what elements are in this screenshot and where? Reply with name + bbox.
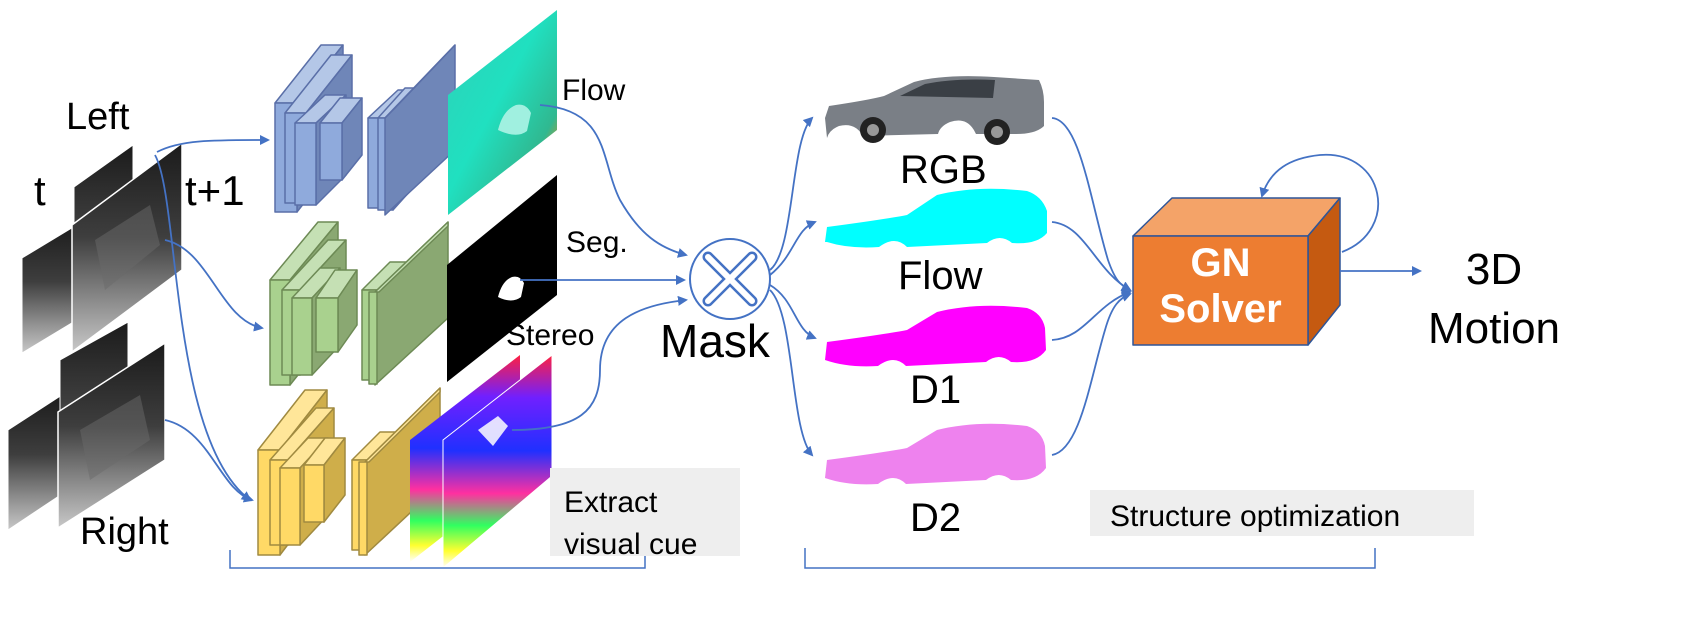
d1-label: D1 bbox=[910, 368, 962, 412]
output-label: 3D Motion bbox=[1427, 245, 1561, 354]
left-label: Left bbox=[66, 96, 130, 138]
flow-cue-label: Flow bbox=[562, 74, 626, 107]
right-frame-stack bbox=[7, 321, 166, 531]
optimization-bracket bbox=[804, 548, 1376, 569]
input-arrows bbox=[154, 135, 270, 503]
seg-cue-label: Seg. bbox=[566, 226, 628, 259]
extract-caption: Extract visual cue bbox=[564, 486, 698, 561]
optimization-caption-box bbox=[1090, 490, 1474, 536]
flow-map bbox=[448, 10, 557, 215]
t1-label: t+1 bbox=[185, 167, 245, 214]
seg-network bbox=[269, 221, 449, 386]
mask-arrows bbox=[769, 116, 817, 457]
gn-solver-box bbox=[1132, 197, 1341, 346]
gn-solver-label: GN Solver bbox=[1159, 241, 1282, 331]
structure-optimization-caption: Structure optimization bbox=[1110, 500, 1401, 533]
right-label: Right bbox=[80, 511, 169, 553]
flow-network bbox=[274, 44, 456, 216]
extract-caption-box bbox=[550, 468, 740, 556]
flow-object-label: Flow bbox=[898, 254, 983, 298]
cue-arrows bbox=[511, 104, 688, 431]
stereo-cue-label: Stereo bbox=[506, 319, 595, 352]
solver-loop-arrow bbox=[1259, 154, 1379, 253]
extract-bracket bbox=[229, 550, 646, 569]
mask-operator-icon bbox=[689, 238, 771, 320]
car-d2-mask bbox=[825, 423, 1046, 485]
stereo-map bbox=[410, 353, 553, 570]
d2-label: D2 bbox=[910, 496, 962, 540]
car-flow-mask bbox=[825, 188, 1047, 248]
rgb-label: RGB bbox=[900, 148, 987, 192]
stereo-network bbox=[257, 387, 441, 556]
t-label: t bbox=[34, 167, 46, 214]
left-frame-stack bbox=[21, 141, 183, 354]
mask-label: Mask bbox=[660, 315, 770, 367]
car-rgb-image bbox=[825, 76, 1044, 145]
seg-map bbox=[447, 175, 557, 382]
solver-arrows bbox=[1051, 117, 1132, 456]
car-d1-mask bbox=[825, 305, 1046, 367]
